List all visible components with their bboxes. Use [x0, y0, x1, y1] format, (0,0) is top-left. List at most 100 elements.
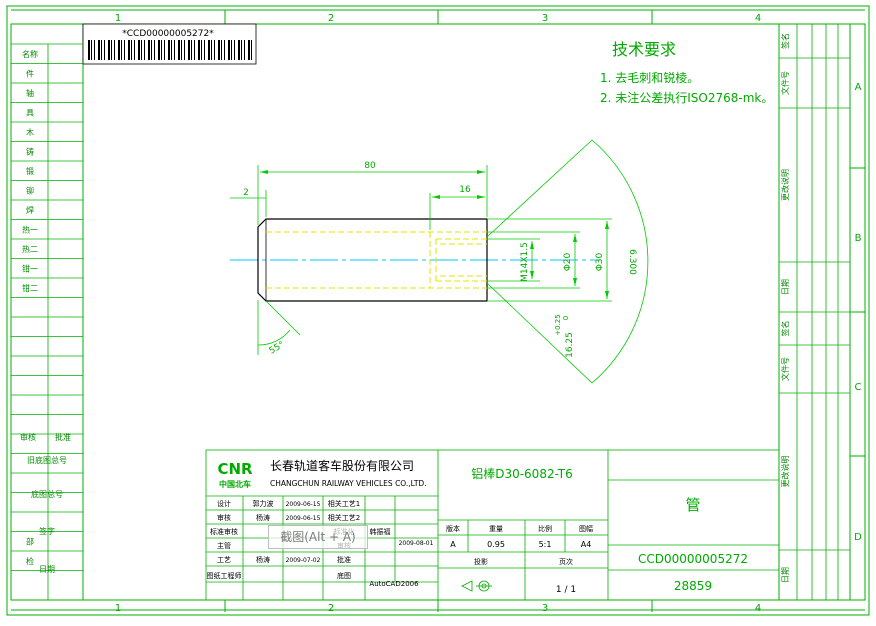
dim-tol-lower: 0	[562, 316, 570, 320]
tb-date: 2009-06-15	[286, 501, 321, 508]
company-en: CHANGCHUN RAILWAY VEHICLES CO.,LTD.	[270, 479, 427, 488]
barcode-bar	[251, 40, 252, 60]
approve-date: 2009-08-01	[399, 540, 434, 547]
barcode-bar	[91, 40, 92, 60]
tb-mid-label: 批准	[337, 555, 351, 564]
dim-depth: 16	[459, 185, 471, 195]
barcode-bar	[181, 40, 182, 60]
zone-col-1-top: 1	[115, 13, 121, 24]
tb-mid-label: 相关工艺1	[328, 499, 360, 508]
barcode-bar	[218, 40, 220, 60]
technical-requirements: 技术要求 1. 去毛刺和锐棱。 2. 未注公差执行ISO2768-mk。	[600, 40, 773, 105]
barcode-bar	[191, 40, 192, 60]
left-table-label: 名称	[22, 49, 38, 59]
tb-role: 图纸工程师	[207, 571, 242, 580]
left-table-label: 热一	[22, 225, 38, 235]
barcode-bar	[158, 40, 160, 60]
barcode-bar	[171, 40, 172, 60]
dim-tol-upper: +0.25	[554, 314, 562, 335]
barcode-bar	[168, 40, 170, 60]
barcode-bar	[131, 40, 132, 60]
barcode-bar	[88, 40, 90, 60]
tb-mid-value: AutoCAD2006	[369, 580, 419, 588]
barcode-bar	[178, 40, 180, 60]
material: 铝棒D30-6082-T6	[471, 466, 573, 481]
left-table-label: 具	[26, 109, 34, 118]
tech-title: 技术要求	[612, 40, 676, 59]
drawing-number: CCD00000005272	[638, 552, 748, 566]
projection-header: 投影	[474, 557, 488, 566]
version: A	[450, 540, 456, 549]
part-name: 管	[685, 496, 700, 514]
weight-header: 重量	[489, 525, 503, 533]
zone-col-2-top: 2	[328, 13, 334, 24]
barcode-bar	[244, 40, 245, 60]
left-table-label: 木	[26, 127, 34, 137]
projection-symbol	[461, 580, 492, 592]
barcode-bar	[198, 40, 200, 60]
barcode-bar	[241, 40, 242, 60]
dim-groove: 16.25	[565, 332, 575, 358]
zone-row-a: A	[855, 82, 862, 93]
barcode-bar	[174, 40, 175, 60]
tech-item-1: 1. 去毛刺和锐棱。	[600, 70, 699, 85]
barcode-bar	[141, 40, 142, 60]
size-header: 图幅	[579, 524, 593, 533]
dim-outer: Φ30	[595, 252, 605, 271]
barcode-bar	[98, 40, 100, 60]
left-table-label: 底图总号	[31, 489, 63, 499]
tb-name: 杨涛	[256, 555, 270, 564]
barcode: *CCD00000005272*	[82, 23, 257, 65]
right-strip-label: 签名	[780, 33, 790, 49]
barcode-bar	[228, 40, 230, 60]
zone-col-4-top: 4	[755, 13, 761, 24]
left-table-label: 件	[26, 69, 34, 79]
right-strip-label: 文件号	[780, 71, 790, 95]
barcode-bar	[138, 40, 140, 60]
left-table-label: 旧底图总号	[27, 455, 67, 465]
tb-mid-value: 韩振福	[370, 527, 391, 536]
barcode-bar	[188, 40, 190, 60]
right-strip-label: 更改说明	[780, 456, 790, 488]
zone-col-1-bottom: 1	[115, 603, 121, 614]
left-table-label: 铆	[26, 186, 34, 196]
tb-date: 2009-06-15	[286, 515, 321, 522]
left-table-label: 钳一	[22, 264, 38, 274]
barcode-bar	[108, 40, 110, 60]
tb-role: 设计	[217, 499, 231, 508]
tb-role: 工艺	[217, 556, 231, 564]
zone-row-d: D	[854, 532, 862, 543]
logo-chinese: 中国北车	[219, 479, 251, 489]
tb-name: 郭力波	[253, 499, 274, 508]
zone-col-4-bottom: 4	[755, 603, 761, 614]
logo-cnr: CNR	[217, 460, 253, 478]
right-strip-label: 日期	[781, 279, 790, 295]
sheets-header: 页次	[559, 557, 573, 566]
barcode-bar	[214, 40, 215, 60]
barcode-bar	[248, 40, 250, 60]
barcode-bar	[234, 40, 235, 60]
scale-header: 比例	[538, 524, 552, 533]
left-side-table	[11, 43, 83, 600]
left-table-label: 轴	[26, 88, 34, 98]
dimension-arrows	[260, 170, 609, 299]
barcode-bar	[154, 40, 155, 60]
zone-row-c: C	[855, 382, 862, 393]
zone-col-2-bottom: 2	[328, 603, 334, 614]
barcode-bar	[118, 40, 120, 60]
barcode-text: *CCD00000005272*	[122, 29, 214, 39]
right-revision-strip	[779, 24, 850, 600]
barcode-bar	[211, 40, 212, 60]
dimension-texts: 80 2 16 M14X1.5 Φ20 Φ30 6.300 16.25 +0.2…	[243, 161, 637, 358]
barcode-bar	[204, 40, 205, 60]
zone-col-3-top: 3	[542, 13, 548, 24]
title-block-green-texts: 铝棒D30-6082-T6 管 CCD00000005272 28859	[471, 466, 748, 593]
right-strip-label: 日期	[781, 567, 790, 583]
barcode-bar	[94, 40, 95, 60]
barcode-bar	[128, 40, 130, 60]
tb-role: 审核	[217, 513, 231, 522]
left-table-label: 焊	[26, 205, 34, 215]
barcode-bar	[224, 40, 225, 60]
